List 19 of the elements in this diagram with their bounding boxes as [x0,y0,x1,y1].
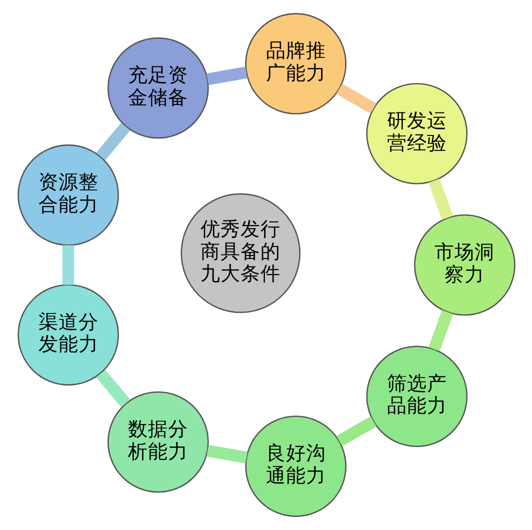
node-circle: 充足资金储备 [106,37,208,139]
node-circle: 优秀发行商具备的九大条件 [180,193,300,314]
node-circle: 资源整合能力 [17,144,118,246]
connector [206,66,247,86]
node-circle: 数据分析能力 [106,391,208,493]
node-circle: 筛选产品能力 [366,346,468,448]
connector [96,370,130,408]
node-circle: 渠道分发能力 [17,284,118,386]
node-circle: 品牌推广能力 [244,13,346,114]
node-circle: 研发运营经验 [366,82,468,184]
node-circle: 市场洞察力 [414,214,515,316]
node-circle: 良好沟通能力 [244,416,346,517]
connector [428,310,453,352]
connector [428,178,453,220]
connector [336,416,376,446]
connector [62,245,74,285]
connector [206,444,248,464]
connector [336,84,376,114]
connector [96,122,130,160]
